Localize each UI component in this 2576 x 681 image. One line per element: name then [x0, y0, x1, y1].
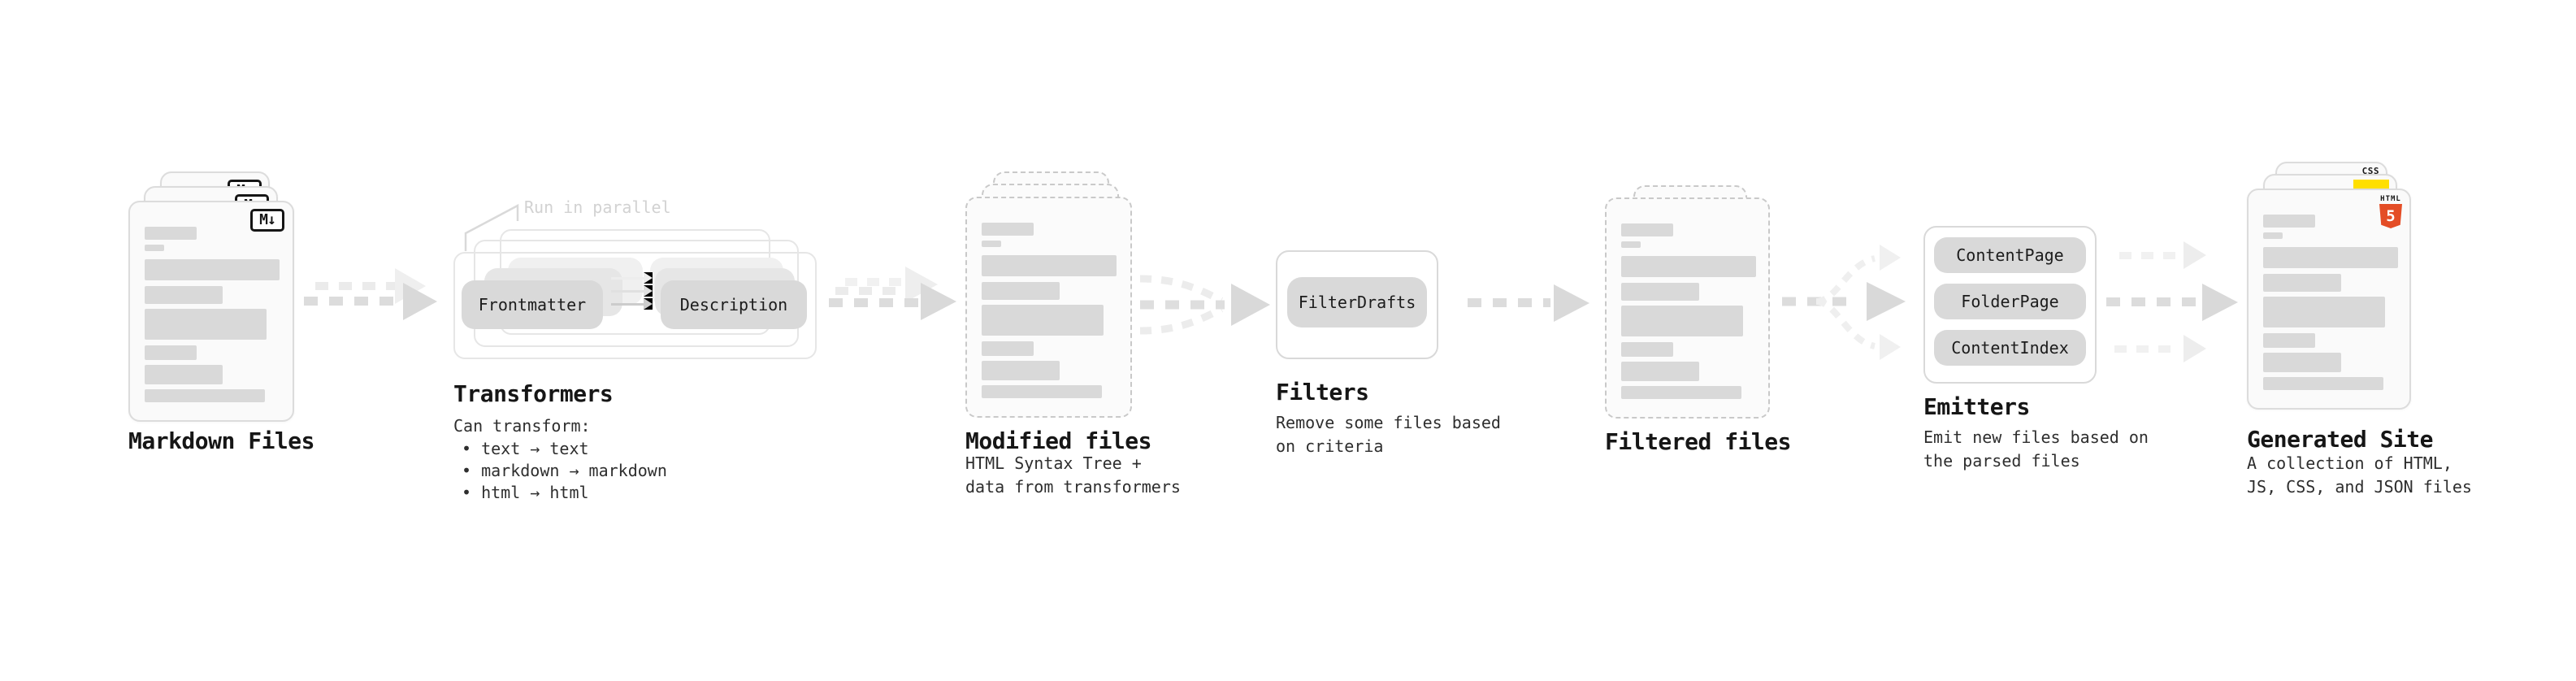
arrow-filtered-to-emitters — [1782, 245, 1906, 360]
transformer-box-front — [453, 252, 817, 359]
contentpage-pill: ContentPage — [1934, 237, 2086, 273]
pill-arrow — [611, 285, 653, 297]
markdown-icon: M↓ — [250, 209, 284, 232]
filters-description: Remove some files based on criteria — [1276, 413, 1501, 456]
filtered-doc-front — [1605, 197, 1770, 419]
markdown-doc-front: M↓ — [128, 201, 294, 422]
html5-icon: HTML 5 — [2379, 195, 2403, 228]
generated-doc-html: HTML 5 — [2247, 189, 2411, 410]
folderpage-pill: FolderPage — [1934, 284, 2086, 319]
arrowhead-dark — [2202, 284, 2238, 321]
pill-arrow — [611, 298, 653, 310]
description-pill: Description — [661, 280, 807, 329]
generated-site-description: A collection of HTML, JS, CSS, and JSON … — [2247, 453, 2472, 497]
arrowhead-dark — [403, 283, 437, 320]
arrowhead-light — [2184, 335, 2206, 362]
run-in-parallel-annotation: Run in parallel — [524, 197, 671, 217]
modified-doc-front — [965, 197, 1132, 418]
modified-files-description: HTML Syntax Tree + data from transformer… — [965, 453, 1181, 497]
modified-files-label: Modified files — [965, 427, 1152, 454]
transformers-description: Can transform: • text → text • markdown … — [453, 416, 667, 502]
arrowhead-light — [2184, 241, 2206, 269]
generated-site-label: Generated Site — [2247, 426, 2434, 453]
arrowhead-dark — [1554, 284, 1589, 322]
arrow-modified-to-filters — [1139, 275, 1270, 335]
pill-arrow — [611, 272, 653, 284]
transformers-label: Transformers — [453, 380, 614, 407]
contentindex-pill: ContentIndex — [1934, 330, 2086, 366]
filterdrafts-pill: FilterDrafts — [1287, 277, 1427, 327]
filters-label: Filters — [1276, 379, 1369, 406]
markdown-files-label: Markdown Files — [128, 427, 315, 454]
filtered-files-label: Filtered files — [1605, 428, 1792, 455]
frontmatter-pill: Frontmatter — [462, 280, 603, 329]
arrowhead-dark — [921, 283, 956, 320]
emitters-label: Emitters — [1923, 393, 2030, 420]
emitters-description: Emit new files based on the parsed files — [1923, 427, 2149, 471]
